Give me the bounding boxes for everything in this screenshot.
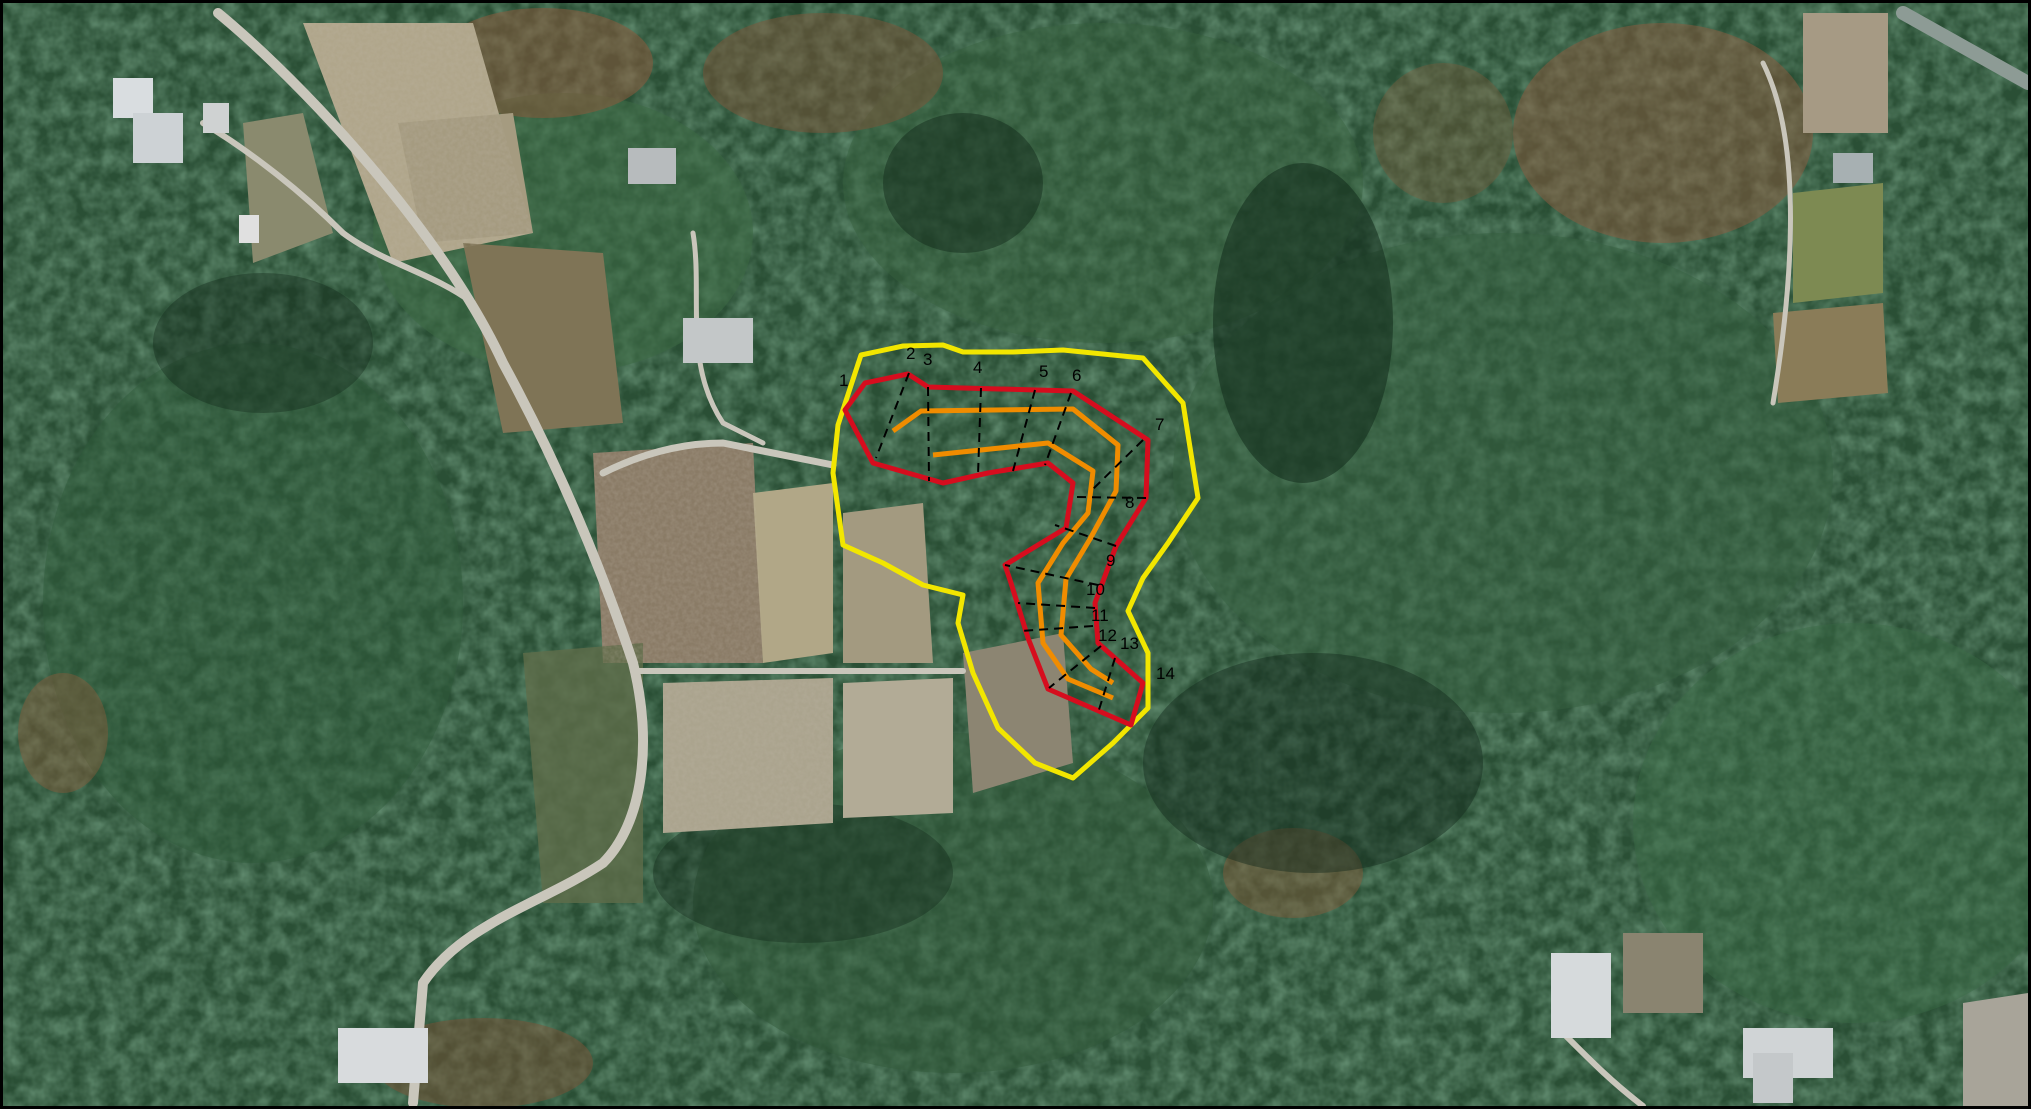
building xyxy=(1743,1028,1833,1103)
section-label-11: 11 xyxy=(1091,606,1109,625)
buildings[interactable] xyxy=(113,78,1873,1103)
survey-overlay[interactable] xyxy=(830,342,1201,781)
section-label-8: 8 xyxy=(1125,493,1134,512)
section-label-5: 5 xyxy=(1039,362,1048,381)
building xyxy=(1551,953,1611,1038)
building xyxy=(203,103,229,133)
section-label-3: 3 xyxy=(923,350,932,369)
section-label-4: 4 xyxy=(973,358,982,377)
centerline-line[interactable] xyxy=(891,406,1121,686)
building xyxy=(338,1028,428,1083)
section-label-1: 1 xyxy=(839,371,848,390)
section-label-6: 6 xyxy=(1072,366,1081,385)
section-label-10: 10 xyxy=(1086,580,1105,599)
section-label-2: 2 xyxy=(906,344,915,363)
autumn-foliage xyxy=(18,8,1813,1106)
section-label-14: 14 xyxy=(1156,664,1175,683)
section-label-9: 9 xyxy=(1106,551,1115,570)
building xyxy=(113,78,183,163)
section-label-13: 13 xyxy=(1120,634,1139,653)
building xyxy=(628,148,676,184)
section-lines xyxy=(875,372,1147,714)
inner-boundary-line[interactable] xyxy=(842,371,1151,728)
building xyxy=(239,215,259,243)
roads xyxy=(200,6,2028,1106)
building xyxy=(1833,153,1873,183)
centerline-inner-line xyxy=(932,440,1114,701)
field-texture xyxy=(303,23,833,833)
building xyxy=(683,318,753,363)
terrain-shadows xyxy=(153,113,1483,943)
section-label-7: 7 xyxy=(1155,415,1164,434)
outer-boundary-line[interactable] xyxy=(830,342,1201,781)
section-label-12: 12 xyxy=(1098,626,1117,645)
